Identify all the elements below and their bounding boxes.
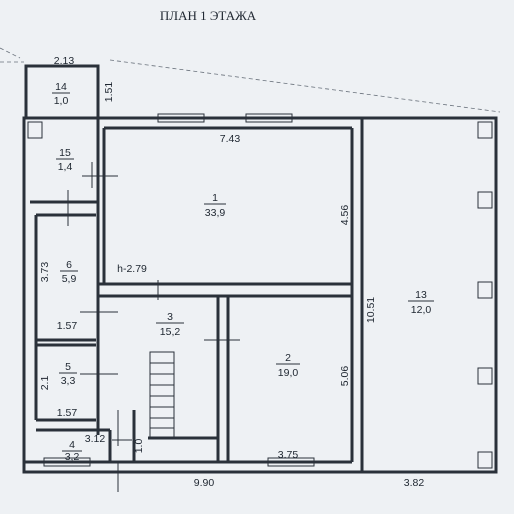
- svg-text:3,2: 3,2: [65, 451, 80, 463]
- dim-1-57-bottom: 1.57: [57, 407, 78, 419]
- svg-text:3,3: 3,3: [61, 375, 76, 387]
- dim-3-82: 3.82: [404, 477, 425, 489]
- room-13-label: 13 12,0: [408, 289, 434, 316]
- dim-4-56: 4.56: [339, 205, 351, 226]
- windows: [43, 113, 315, 467]
- dim-2-13: 2.13: [54, 55, 75, 67]
- svg-text:14: 14: [55, 81, 67, 93]
- svg-text:19,0: 19,0: [278, 367, 299, 379]
- dim-7-43: 7.43: [220, 133, 241, 145]
- dim-1-57-top: 1.57: [57, 320, 78, 332]
- dim-1-0: 1.0: [133, 439, 145, 454]
- room-14-walls: [24, 64, 100, 120]
- room-5-label: 5 3,3: [59, 361, 77, 387]
- room-14-label: 14 1,0: [52, 81, 70, 107]
- svg-text:12,0: 12,0: [411, 304, 432, 316]
- svg-text:13: 13: [415, 289, 427, 301]
- plan-title: ПЛАН 1 ЭТАЖА: [160, 8, 257, 23]
- door-marks: [67, 162, 240, 492]
- svg-text:4: 4: [69, 439, 75, 451]
- svg-text:33,9: 33,9: [205, 207, 226, 219]
- svg-text:1,4: 1,4: [58, 161, 73, 173]
- svg-text:3: 3: [167, 311, 173, 323]
- room-6-label: 6 5,9: [60, 259, 78, 285]
- column-marks: [27, 121, 493, 469]
- dim-3-12: 3.12: [85, 433, 106, 445]
- svg-text:6: 6: [66, 259, 72, 271]
- svg-text:2: 2: [285, 352, 291, 364]
- room-2-label: 2 19,0: [276, 352, 300, 379]
- room-1-label: 1 33,9: [204, 192, 226, 219]
- svg-text:5,9: 5,9: [62, 273, 77, 285]
- room-15-label: 15 1,4: [56, 147, 74, 173]
- construction-lines: [0, 47, 501, 113]
- dim-5-06: 5.06: [339, 366, 351, 387]
- dim-3-75: 3.75: [278, 449, 299, 461]
- room-4-label: 4 3,2: [62, 439, 82, 463]
- staircase: [149, 351, 175, 439]
- dim-1-51: 1.51: [103, 82, 115, 103]
- room-labels: 14 1,0 15 1,4 1 33,9 6 5,9 3 15,2 5 3,3: [52, 81, 434, 463]
- svg-text:15: 15: [59, 147, 71, 159]
- dimension-labels: 2.13 1.51 7.43 4.56 3.73 h-2.79 1.57 10.…: [39, 55, 424, 489]
- dim-3-73: 3.73: [39, 262, 51, 283]
- room-3-label: 3 15,2: [156, 311, 184, 338]
- dim-2-1: 2.1: [39, 376, 51, 391]
- dim-10-51: 10.51: [365, 297, 377, 323]
- svg-text:1: 1: [212, 192, 218, 204]
- svg-text:5: 5: [65, 361, 71, 373]
- svg-text:15,2: 15,2: [160, 326, 181, 338]
- dim-9-90: 9.90: [194, 477, 215, 489]
- svg-text:1,0: 1,0: [54, 95, 69, 107]
- dim-ceiling-height: h-2.79: [117, 263, 147, 275]
